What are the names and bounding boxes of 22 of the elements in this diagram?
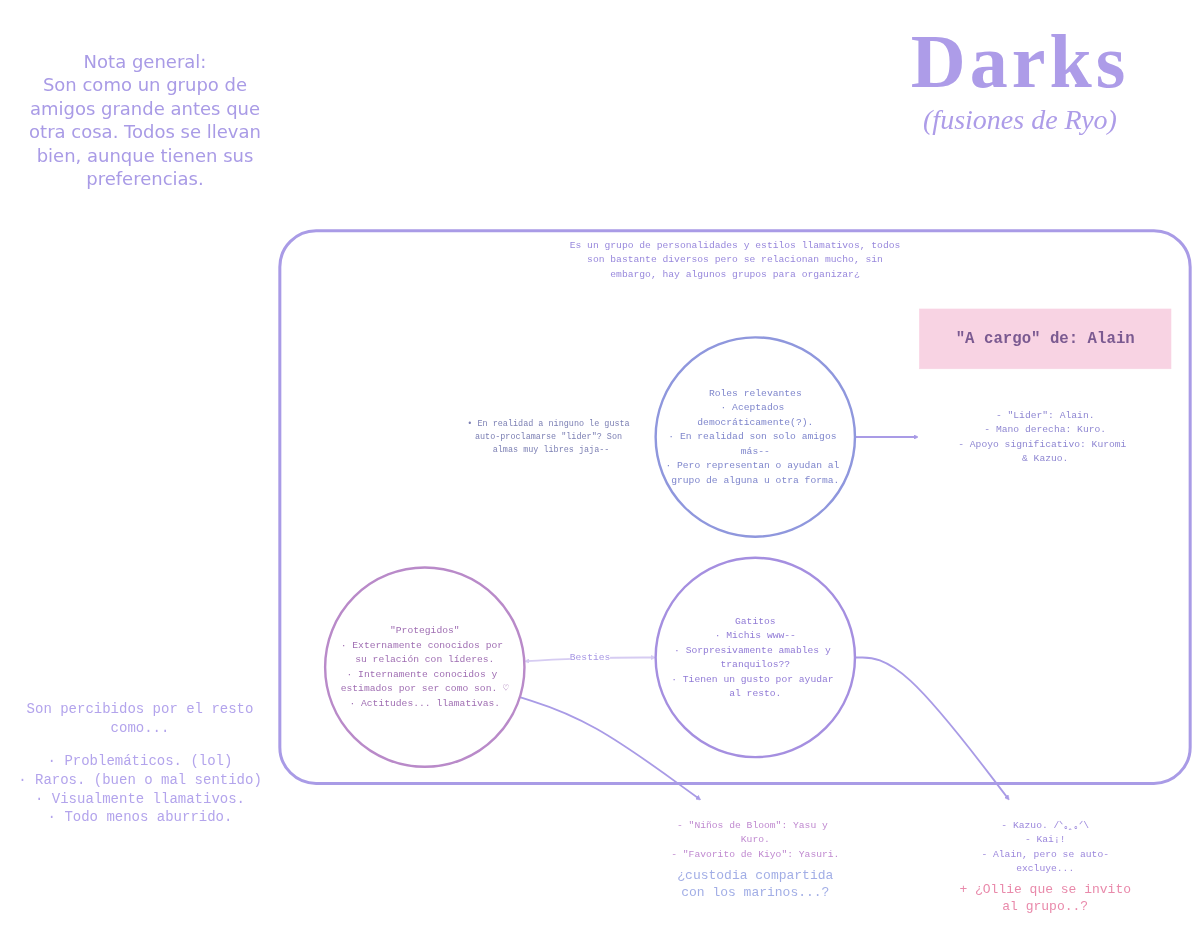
node-circle: Roles relevantes · Aceptados democráticamente(?). · En realidad son solo amigos más-- · Pero representan o ayudan al grupo de alguna u otra forma. <box>654 336 857 538</box>
list-item: · Problemáticos. (lol) <box>46 751 234 771</box>
diagram-title: Darks <box>909 20 1131 104</box>
node-circle: "Protegidos" · Externamente conocidos por su relación con líderes. · Internamente conocidos y estimados por ser como son. ♡ · Actitudes... llamativas. <box>323 566 526 768</box>
node-text: - "Lider": Alain. - Mano derecha: Kuro. - Apoyo significativo: Kuromi & Kazuo. <box>958 409 1127 465</box>
node-text: - Kazuo. /ᐠ｡ꞈ｡ᐟ\ - Kai¡! - Alain, pero se auto-excluye... <box>981 819 1109 875</box>
arrow <box>854 434 919 440</box>
node-label: • En realidad a ninguno le gusta auto-proclamarse "lider"? Son almas muy libres jaja-- <box>467 419 630 455</box>
list-heading: Son percibidos por el resto como... <box>25 700 255 738</box>
side-note: ¿custodia compartida con los marinos...? <box>676 867 835 902</box>
subtitle: (fusiones de Ryo) <box>922 103 1118 136</box>
list-item: · Visualmente llamativos. <box>33 789 246 809</box>
list-item: · Todo menos aburrido. <box>46 808 234 828</box>
note-text: Son como un grupo de amigos grande antes que otra cosa. Todos se llevan bien, aunque tienen sus preferencias. <box>28 73 262 191</box>
side-note: + ¿Ollie que se invito al grupo..? <box>958 882 1132 916</box>
edge-label: Besties <box>569 652 611 663</box>
note-heading: Nota general: <box>82 50 208 74</box>
list-item: · Raros. (buen o mal sentido) <box>17 770 263 790</box>
node-text: - "Niños de Bloom": Yasu y Kuro. - "Favorito de Kiyo": Yasuri. <box>671 819 840 860</box>
node-box: "A cargo" de: Alain <box>919 308 1172 370</box>
arrow <box>854 656 1010 801</box>
node-circle: Gatitos · Michis www-- · Sorpresivamente amables y tranquilos?? · Tienen un gusto por ayudar al resto. <box>654 556 857 759</box>
